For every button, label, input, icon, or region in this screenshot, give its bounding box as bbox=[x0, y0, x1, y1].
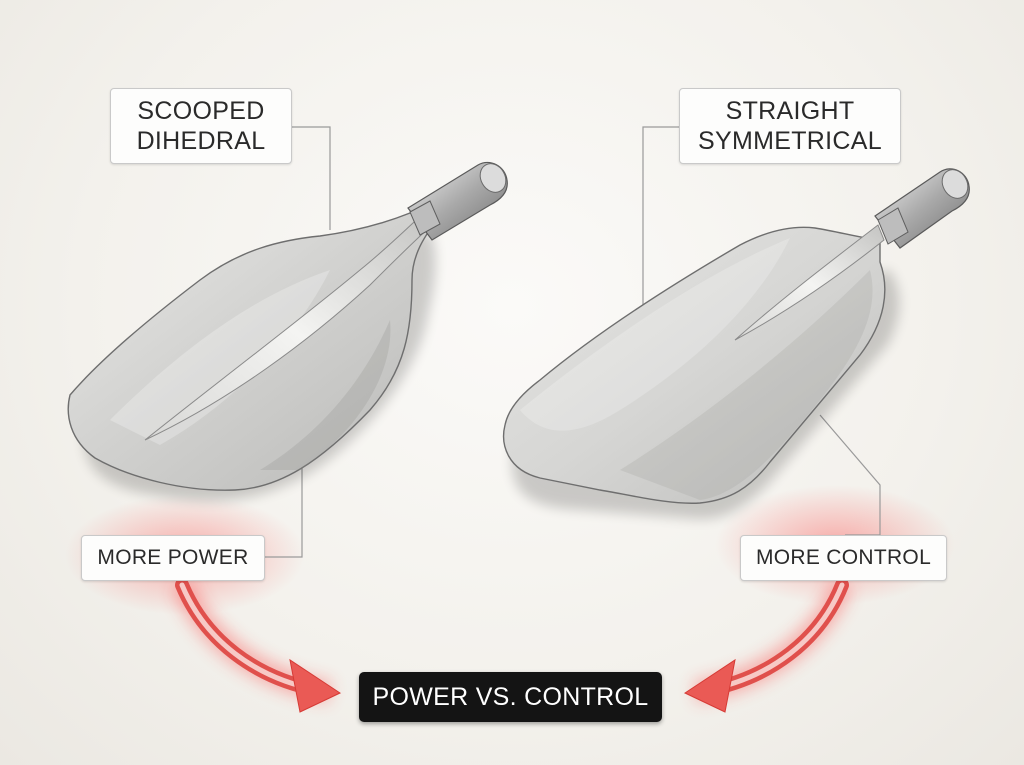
more-control-tag: MORE CONTROL bbox=[740, 535, 947, 581]
control-arrow bbox=[683, 578, 853, 713]
power-arrow bbox=[171, 578, 342, 713]
power-vs-control-label: POWER VS. CONTROL bbox=[359, 672, 662, 722]
scooped-paddle bbox=[67, 161, 508, 501]
power-leader-line bbox=[265, 455, 303, 558]
more-power-tag: MORE POWER bbox=[81, 535, 265, 581]
scooped-dihedral-callout: SCOOPED DIHEDRAL bbox=[110, 88, 292, 164]
straight-paddle bbox=[503, 168, 970, 520]
straight-symmetrical-callout: STRAIGHT SYMMETRICAL bbox=[679, 88, 901, 164]
straight-leader-line bbox=[642, 126, 679, 305]
scooped-leader-line bbox=[292, 126, 331, 230]
